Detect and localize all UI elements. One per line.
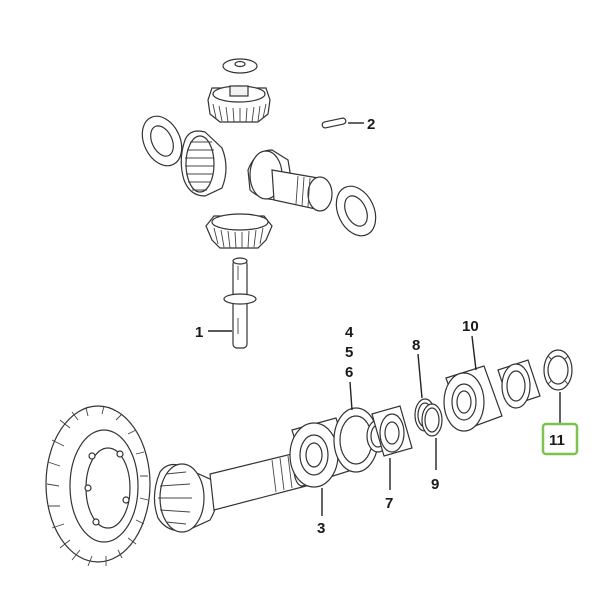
left-pinion-gear <box>180 130 227 197</box>
pin <box>321 117 347 129</box>
highlight-box <box>541 422 579 456</box>
leader-lines <box>208 122 561 516</box>
callout-3: 3 <box>317 520 325 537</box>
callout-5: 5 <box>345 344 353 361</box>
callout-1: 1 <box>195 324 203 341</box>
bearing-race <box>497 359 541 409</box>
callout-6: 6 <box>345 364 353 381</box>
spacer-ring-6 <box>333 407 379 473</box>
lock-nut-11 <box>543 349 573 391</box>
callout-10: 10 <box>462 318 479 335</box>
ring-gear <box>45 405 151 567</box>
callout-9: 9 <box>431 476 439 493</box>
side-gear-shaft <box>247 149 333 212</box>
sleeve-7 <box>371 405 413 457</box>
o-ring-9 <box>421 403 443 437</box>
bevel-pinion <box>153 463 218 533</box>
callout-2: 2 <box>367 116 375 133</box>
callout-8: 8 <box>412 337 420 354</box>
top-side-gear <box>207 85 271 123</box>
right-thrust-washer <box>335 185 377 237</box>
cross-shaft <box>223 257 257 349</box>
bottom-side-gear <box>205 213 273 249</box>
bearing-10 <box>443 365 503 432</box>
small-top-washer <box>222 58 258 74</box>
callout-7: 7 <box>385 495 393 512</box>
callout-4: 4 <box>345 324 354 341</box>
callout-11: 11 <box>549 432 565 449</box>
left-thrust-washer <box>141 115 183 167</box>
